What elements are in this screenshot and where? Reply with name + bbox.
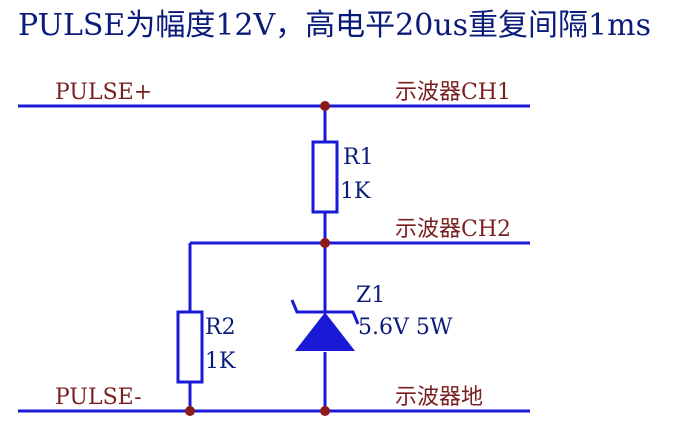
zener-diode-z1 — [294, 312, 356, 351]
z1-designator: Z1 — [356, 283, 385, 308]
junction-dot — [320, 101, 330, 111]
zener-cathode-bar — [290, 299, 360, 325]
junction-dot — [320, 238, 330, 248]
z1-value: 5.6V 5W — [358, 315, 453, 340]
resistor-r1 — [311, 140, 339, 214]
r1-designator: R1 — [343, 145, 374, 170]
net-label-pulse-plus: PULSE+ — [55, 80, 152, 105]
resistor-r2 — [176, 310, 204, 384]
net-label-scope-ch1: 示波器CH1 — [395, 80, 511, 105]
net-label-scope-ch2: 示波器CH2 — [395, 217, 511, 242]
r2-designator: R2 — [205, 315, 236, 340]
page-title: PULSE为幅度12V，高电平20us重复间隔1ms — [18, 8, 651, 43]
net-label-scope-ground: 示波器地 — [395, 385, 483, 410]
junction-dot — [320, 406, 330, 416]
junction-dot — [185, 406, 195, 416]
r1-value: 1K — [340, 179, 371, 204]
r2-value: 1K — [205, 349, 236, 374]
net-label-pulse-minus: PULSE- — [55, 385, 142, 410]
